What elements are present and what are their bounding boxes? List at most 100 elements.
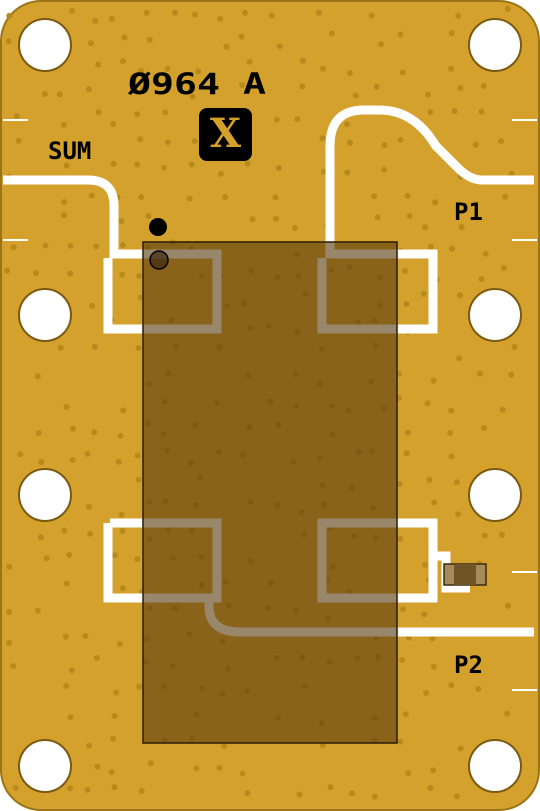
via-dot <box>430 663 437 670</box>
via-dot <box>458 224 465 231</box>
via-dot <box>84 450 91 457</box>
via-dot <box>505 602 511 609</box>
logo-x-icon: X <box>199 108 252 161</box>
via-dot <box>448 682 455 689</box>
port-label-p1: P1 <box>454 198 483 226</box>
via-dot <box>480 425 487 431</box>
via-dot <box>399 657 406 664</box>
edge-ticks <box>3 119 537 691</box>
via-dot <box>88 40 94 47</box>
via-dot <box>399 69 406 76</box>
via-dot <box>272 215 279 222</box>
via-dot <box>504 5 511 12</box>
via-dot <box>87 530 93 537</box>
via-dot <box>147 760 154 767</box>
via-dot <box>119 58 126 65</box>
via-dot <box>402 268 408 274</box>
via-dot <box>63 162 70 169</box>
via-dot <box>299 83 306 90</box>
via-dot <box>453 479 460 486</box>
via-dot <box>429 635 436 642</box>
via-dot <box>95 61 102 68</box>
via-dot <box>93 655 100 661</box>
via-dot <box>268 12 275 19</box>
mounting-holes <box>18 18 522 793</box>
via-dot <box>457 84 464 91</box>
via-dot <box>5 38 12 45</box>
via-dot <box>423 690 430 696</box>
via-dot <box>94 763 101 770</box>
via-dot <box>138 788 145 795</box>
via-dot <box>85 86 92 93</box>
via-dot <box>319 135 326 142</box>
via-dot <box>294 116 301 123</box>
via-dot <box>120 407 127 414</box>
via-dot <box>111 552 118 559</box>
pin1-dot-icon <box>149 218 167 236</box>
smd-resistor-icon <box>443 563 487 586</box>
mounting-hole-icon <box>468 288 522 342</box>
via-dot <box>41 91 48 97</box>
via-dot <box>67 714 74 721</box>
via-dot <box>69 457 76 464</box>
via-dot <box>34 607 41 614</box>
via-dot <box>422 561 429 568</box>
via-dot <box>451 108 458 115</box>
via-dot <box>420 290 427 297</box>
via-dot <box>456 292 463 299</box>
via-dot <box>343 121 350 128</box>
via-dot <box>93 243 100 250</box>
via-dot <box>500 265 507 272</box>
via-dot <box>300 57 306 64</box>
via-dot <box>448 65 455 72</box>
via-dot <box>62 633 69 640</box>
via-dot <box>118 511 125 518</box>
via-dot <box>119 585 126 592</box>
via-dot <box>145 212 152 219</box>
via-dot <box>63 404 70 410</box>
via-dot <box>111 784 118 791</box>
via-dot <box>427 785 434 792</box>
p1-trace <box>325 105 534 258</box>
via-dot <box>68 667 75 674</box>
via-dot <box>346 70 353 76</box>
via-dot <box>108 769 115 776</box>
via-dot <box>217 170 224 177</box>
via-dot <box>397 136 404 143</box>
via-dot <box>223 43 230 50</box>
via-dot <box>244 160 251 167</box>
via-dot <box>146 36 153 43</box>
via-dot <box>111 713 118 720</box>
via-dot <box>352 92 359 99</box>
via-dot <box>448 407 455 414</box>
via-dot <box>239 82 246 88</box>
via-dot <box>381 166 387 173</box>
via-dot <box>453 793 460 800</box>
via-dot <box>455 660 462 667</box>
via-dot <box>42 242 49 249</box>
via-dot <box>405 770 412 777</box>
via-dot <box>193 765 200 772</box>
via-dot <box>43 555 50 562</box>
via-dot <box>57 344 64 351</box>
mounting-hole-icon <box>18 468 72 522</box>
via-dot <box>427 109 434 116</box>
via-dot <box>38 459 45 465</box>
via-dot <box>403 301 410 307</box>
via-dot <box>69 425 76 432</box>
via-dot <box>67 242 74 249</box>
via-dot <box>67 785 74 792</box>
via-dot <box>498 531 505 538</box>
via-dot <box>511 344 518 350</box>
via-dot <box>272 194 279 201</box>
via-dot <box>397 535 404 542</box>
via-dot <box>397 31 404 38</box>
via-dot <box>316 9 322 16</box>
via-dot <box>66 551 73 558</box>
via-dot <box>6 563 13 570</box>
via-dot <box>481 532 488 539</box>
via-dot <box>242 9 248 16</box>
via-dot <box>134 111 141 118</box>
via-dot <box>115 458 122 465</box>
via-dot <box>34 373 41 380</box>
